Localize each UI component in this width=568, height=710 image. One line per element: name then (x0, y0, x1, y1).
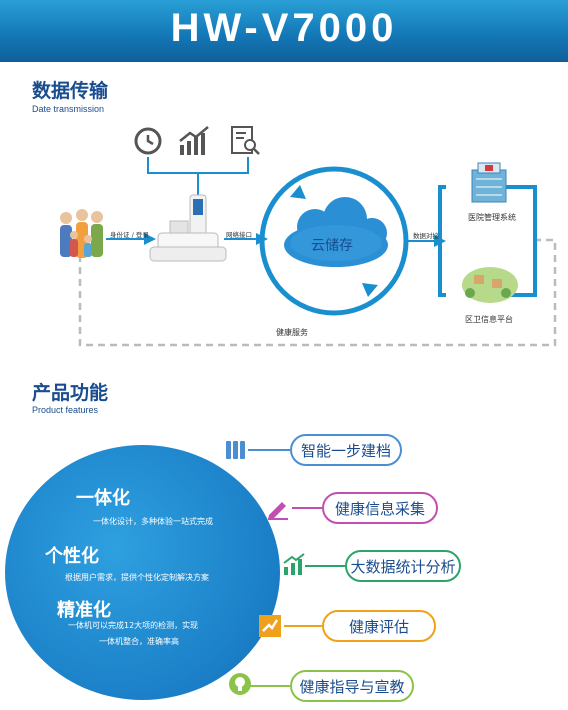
section-subtitle-data: Date transmission (32, 104, 105, 114)
section-title-data: 数据传输 (32, 80, 109, 102)
section-title-features: 产品功能 (32, 382, 109, 404)
feature-personalized-desc: 根据用户需求，提供个性化定制解决方案 (65, 573, 209, 582)
feature-smart-archive: 智能一步建档 (290, 434, 402, 466)
label-data-link: 数据对接 (413, 232, 439, 240)
district-platform-label: 区卫信息平台 (465, 315, 513, 324)
feature-integrated-desc: 一体化设计，多种体验一站式完成 (93, 517, 213, 526)
hospital-system-label: 医院管理系统 (468, 213, 516, 222)
health-service-path (78, 238, 557, 347)
feature-connectors (248, 449, 345, 687)
feature-info-collection: 健康信息采集 (322, 492, 438, 524)
hospital-building-icon (471, 162, 507, 203)
trend-chart-icon (179, 126, 209, 155)
header-banner (0, 0, 568, 62)
feature-personalized-title: 个性化 (45, 546, 99, 567)
label-id-login: 身份证 / 登录 (110, 231, 149, 239)
lightbulb-icon (229, 673, 251, 695)
history-icon (134, 127, 162, 155)
features-circle (5, 445, 280, 700)
health-service-label: 健康服务 (276, 328, 308, 337)
cloud-storage-label: 云储存 (311, 238, 353, 254)
feature-health-assessment: 健康评估 (322, 610, 436, 642)
data-transmission-diagram (60, 126, 557, 347)
feature-precise-desc-1: 一体机可以完成12大项的检测，实现 (68, 621, 199, 630)
feature-precise-title: 精准化 (57, 600, 111, 621)
feature-integrated-title: 一体化 (76, 488, 130, 509)
pen-icon (268, 502, 288, 520)
chart-icon (283, 553, 305, 575)
evaluation-icon (259, 615, 281, 637)
product-title: HW-V7000 (170, 6, 398, 50)
cloud-icon (284, 197, 388, 267)
feature-big-data-analysis: 大数据统计分析 (345, 550, 461, 582)
document-stack-icon (226, 441, 245, 459)
feature-health-guidance: 健康指导与宣教 (290, 670, 414, 702)
district-map-icon (462, 267, 518, 303)
health-kiosk-illustration (149, 194, 227, 262)
document-search-icon (231, 126, 260, 155)
feature-precise-desc-2: 一体机整合，准确率高 (99, 637, 179, 646)
label-network-port: 网络接口 (226, 231, 252, 239)
family-illustration (60, 209, 103, 258)
section-subtitle-features: Product features (32, 405, 99, 415)
